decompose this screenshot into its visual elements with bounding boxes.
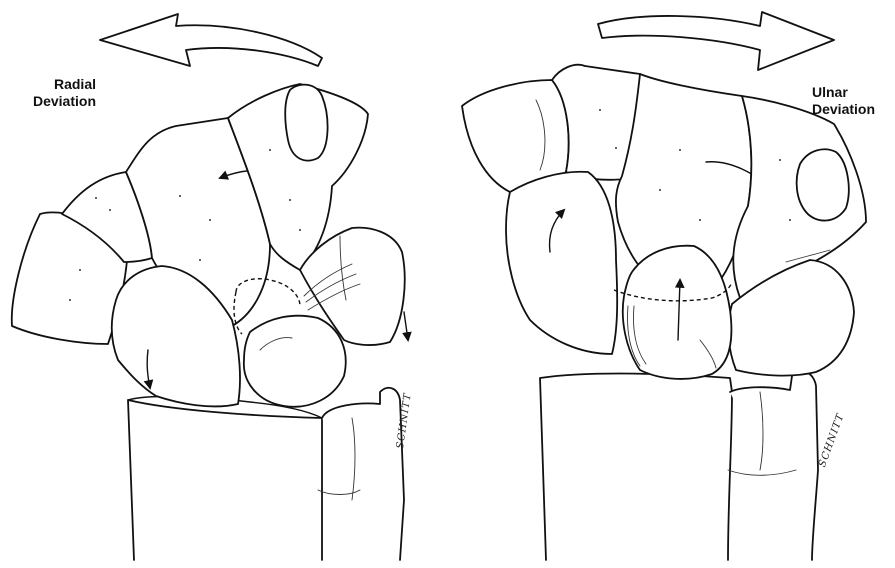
ulnar-label-line2: Deviation — [812, 101, 875, 117]
ulna-right — [730, 371, 818, 560]
scaphoid-right — [506, 172, 617, 354]
ulnar-label-line1: Ulnar — [812, 84, 848, 100]
hook-of-hamate-right — [797, 149, 849, 220]
ulnar-deviation-panel — [462, 12, 866, 560]
radial-deviation-label: Radial Deviation — [12, 76, 96, 110]
radius-left — [128, 400, 322, 560]
radial-label-line1: Radial — [54, 76, 96, 92]
radial-direction-arrow — [100, 14, 322, 66]
radius-right — [540, 374, 732, 561]
ulnar-direction-arrow — [598, 12, 834, 70]
hook-of-hamate-left — [285, 85, 327, 161]
ulna-left — [322, 388, 404, 560]
radial-label-line2: Deviation — [33, 93, 96, 109]
lunate-left — [244, 316, 346, 407]
ulnar-deviation-label: Ulnar Deviation — [812, 84, 894, 118]
lunate-right — [623, 246, 732, 379]
